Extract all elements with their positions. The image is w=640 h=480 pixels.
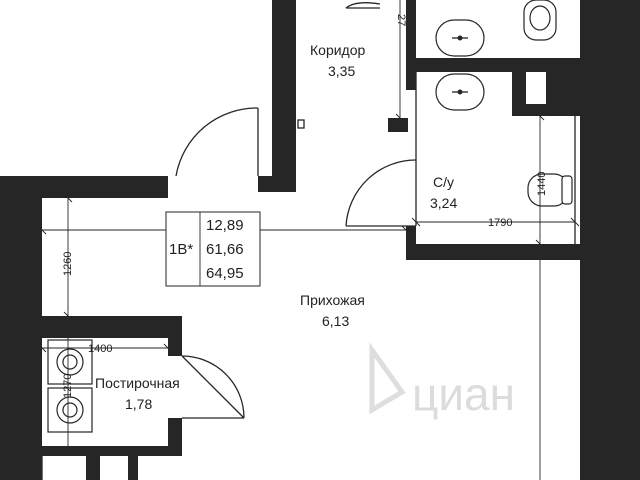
sink-lower-icon xyxy=(435,73,485,111)
wall-corridor-left xyxy=(272,0,296,192)
dimension-corridor: 27 xyxy=(395,0,407,123)
wall-right xyxy=(580,0,640,480)
dim-1440-label: 1440 xyxy=(536,172,548,196)
hallway-area: 6,13 xyxy=(322,313,349,329)
wall-shaft-base xyxy=(512,104,546,116)
dimension-1790: 1790 xyxy=(411,217,580,229)
dim-27-label: 27 xyxy=(395,14,407,26)
door-bathroom xyxy=(345,159,417,227)
toilet-top-icon xyxy=(523,0,557,41)
wall-door-jamb xyxy=(258,176,296,192)
wall-bath-top xyxy=(416,58,580,72)
watermark: циан xyxy=(369,342,515,420)
apartment-area-2: 61,66 xyxy=(206,241,244,258)
bathroom-name: С/у xyxy=(433,174,454,190)
wall-bath-bottom xyxy=(406,244,580,260)
dim-1270-label: 1270 xyxy=(62,374,74,398)
wall-laundry-jamb xyxy=(168,316,182,356)
apartment-code: 1В* xyxy=(169,241,193,258)
door-laundry xyxy=(181,355,245,419)
dimension-1270: 1270 xyxy=(62,338,74,446)
corridor-name: Коридор xyxy=(310,42,366,58)
wall-bottom-pillar-2 xyxy=(128,456,138,480)
dim-1400-label: 1400 xyxy=(88,343,112,355)
wall-stub xyxy=(388,118,408,132)
apartment-label: 1В* 12,89 61,66 64,95 xyxy=(165,211,261,287)
dim-1260-label: 1260 xyxy=(62,252,74,276)
washing-machine-icon xyxy=(47,339,93,385)
dim-1790-label: 1790 xyxy=(488,217,512,229)
dryer-icon xyxy=(47,387,93,433)
dimension-1260: 1260 xyxy=(62,193,74,321)
wall-bottom-left xyxy=(42,446,182,456)
door-top xyxy=(345,2,381,9)
wall-partition xyxy=(406,0,416,90)
toilet-icon xyxy=(527,173,573,207)
laundry-area: 1,78 xyxy=(125,396,152,412)
watermark-text: циан xyxy=(412,368,515,420)
wall-shaft-right xyxy=(546,58,580,116)
cian-logo-icon xyxy=(369,342,406,415)
laundry-name: Постирочная xyxy=(95,375,180,391)
bathroom-area: 3,24 xyxy=(430,195,457,211)
apartment-area-1: 12,89 xyxy=(206,217,244,234)
wall-left xyxy=(0,176,42,480)
hallway-name: Прихожая xyxy=(300,292,365,308)
dimension-1440: 1440 xyxy=(535,111,548,249)
wall-laundry-top xyxy=(42,316,182,338)
wall-bottom-pillar xyxy=(86,456,100,480)
door-entrance xyxy=(175,107,305,177)
dimension-1400: 1400 xyxy=(37,343,173,355)
apartment-area-3: 64,95 xyxy=(206,265,244,282)
corridor-area: 3,35 xyxy=(328,63,355,79)
sink-icon xyxy=(435,19,485,57)
wall-bath-left-low xyxy=(406,226,416,260)
